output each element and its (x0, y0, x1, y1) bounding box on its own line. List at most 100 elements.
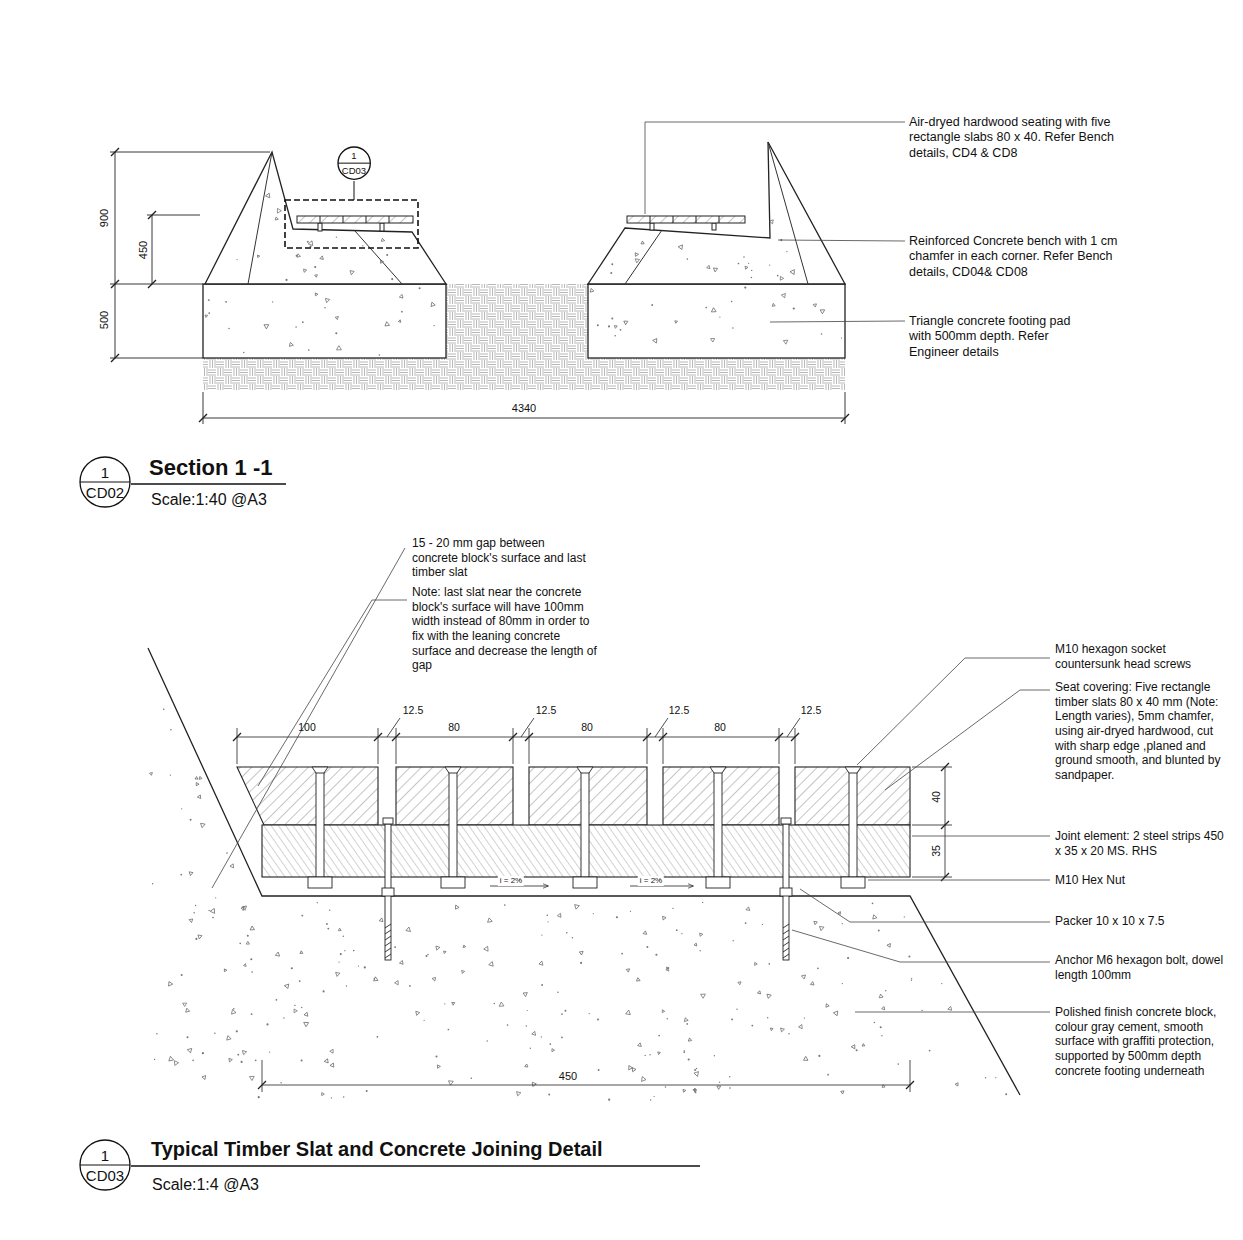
aggregate-dot (719, 1082, 720, 1083)
dimension-lines (110, 148, 849, 424)
dimension-text: 12.5 (801, 704, 821, 717)
aggregate-dot (181, 974, 183, 976)
callout-text: CD03 (79, 1166, 131, 1190)
aggregate-dot (847, 957, 849, 959)
aggregate-mark (802, 1056, 808, 1062)
aggregate-dot (897, 1063, 899, 1065)
aggregate-dot (614, 335, 616, 337)
aggregate-dot (651, 304, 653, 306)
aggregate-dot (549, 1043, 551, 1045)
callout-text: 1 (79, 456, 131, 480)
aggregate-dot (507, 1024, 509, 1026)
aggregate-dot (314, 266, 316, 268)
aggregate-dot (748, 263, 749, 264)
aggregate-mark (637, 1043, 641, 1048)
aggregate-mark (432, 976, 437, 981)
aggregate-dot (255, 1060, 257, 1062)
aggregate-dot (236, 1030, 238, 1032)
callout-text: 1 (79, 1139, 131, 1163)
dimension-text: 12.5 (403, 704, 423, 717)
aggregate-mark (489, 962, 495, 968)
aggregate-mark (349, 269, 355, 275)
aggregate-mark (552, 1049, 555, 1052)
aggregate-dot (736, 1009, 737, 1010)
annotation-note: Scale:1:40 @A3 (151, 490, 267, 510)
aggregate-dot (364, 966, 366, 968)
aggregate-dot (598, 1069, 600, 1071)
aggregate-dot (751, 270, 752, 271)
aggregate-dot (745, 922, 747, 924)
aggregate-mark (700, 933, 703, 937)
aggregate-dot (386, 254, 388, 256)
drawing-heading: Typical Timber Slat and Concrete Joining… (151, 1137, 603, 1161)
aggregate-mark (746, 907, 750, 911)
aggregate-mark (230, 864, 234, 868)
aggregate-dot (929, 1050, 931, 1052)
aggregate-dot (285, 279, 287, 281)
aggregate-mark (780, 1028, 785, 1032)
aggregate-dot (366, 1090, 368, 1092)
aggregate-mark (330, 1049, 333, 1053)
aggregate-dot (610, 272, 612, 274)
aggregate-dot (294, 1005, 295, 1006)
detail-callout-box (285, 181, 418, 248)
aggregate-mark (266, 192, 272, 198)
aggregate-dot (842, 923, 843, 924)
aggregate-dot (941, 983, 942, 984)
aggregate-mark (770, 1027, 773, 1030)
aggregate-dot (170, 775, 171, 776)
aggregate-mark (461, 969, 465, 973)
aggregate-mark (525, 1064, 529, 1068)
aggregate-mark (813, 304, 817, 307)
aggregate-dot (653, 1096, 654, 1097)
annotation-note: Anchor M6 hexagon bolt, dowel length 100… (1055, 953, 1230, 982)
aggregate-mark (304, 1020, 310, 1026)
aggregate-mark (197, 794, 202, 798)
aggregate-dot (331, 1097, 332, 1098)
aggregate-dot (394, 946, 396, 948)
aggregate-dot (872, 903, 874, 905)
aggregate-dot (340, 953, 342, 955)
leader-lines (645, 122, 905, 322)
aggregate-mark (631, 1068, 636, 1073)
aggregate-dot (621, 953, 623, 955)
aggregate-dot (236, 259, 237, 260)
aggregate-mark (627, 1066, 633, 1071)
aggregate-dot (323, 990, 325, 992)
aggregate-mark (197, 933, 202, 939)
aggregate-mark (499, 1002, 504, 1006)
aggregate-mark (195, 783, 199, 787)
aggregate-mark (223, 969, 227, 972)
aggregate-dot (881, 1035, 882, 1036)
aggregate-mark (174, 1060, 178, 1065)
aggregate-dot (193, 912, 194, 913)
aggregate-mark (531, 1081, 537, 1087)
annotation-note: Seat covering: Five rectangle timber sla… (1055, 680, 1235, 782)
dimension-text: 500 (98, 311, 111, 329)
annotation-note: Air-dryed hardwood seating with five rec… (909, 115, 1124, 161)
aggregate-mark (322, 1093, 325, 1096)
aggregate-dot (658, 1035, 660, 1037)
aggregate-dot (731, 1018, 733, 1020)
aggregate-mark (183, 1003, 187, 1006)
aggregate-dot (391, 278, 393, 280)
aggregate-mark (840, 1090, 844, 1094)
aggregate-dot (296, 255, 298, 257)
dimension-text: 40 (930, 791, 943, 803)
aggregate-dot (283, 1017, 284, 1018)
aggregate-dot (208, 299, 210, 301)
aggregate-dot (589, 1013, 590, 1014)
aggregate-mark (755, 962, 758, 965)
aggregate-mark (772, 303, 776, 307)
aggregate-dot (769, 264, 770, 265)
aggregate-dot (597, 324, 599, 326)
aggregate-dot (427, 954, 428, 955)
aggregate-mark (299, 951, 303, 955)
aggregate-mark (275, 217, 279, 220)
aggregate-mark (335, 316, 339, 320)
aggregate-mark (623, 319, 628, 324)
aggregate-dot (672, 908, 673, 909)
aggregate-dot (154, 1059, 155, 1060)
aggregate-dot (777, 275, 779, 277)
aggregate-dot (729, 1087, 731, 1089)
